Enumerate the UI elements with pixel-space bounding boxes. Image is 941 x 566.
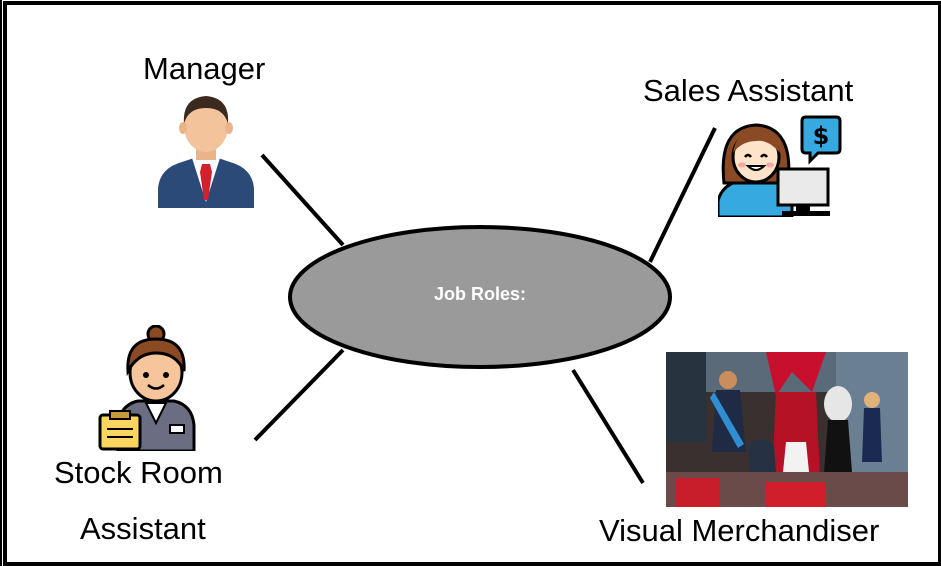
- connector-stock-room: [253, 348, 345, 442]
- manager-icon: [158, 92, 254, 208]
- sales-assistant-icon: $: [716, 113, 842, 219]
- central-label: Job Roles:: [433, 284, 526, 304]
- central-ellipse: [288, 225, 672, 369]
- role-label-visual-merchandiser: Visual Merchandiser: [599, 513, 880, 548]
- role-label-stock-room: Stock Room: [54, 455, 223, 490]
- connector-sales-assistant: [648, 127, 717, 263]
- connector-manager: [260, 153, 345, 247]
- role-label-manager: Manager: [143, 51, 266, 86]
- visual-merchandiser-photo: [666, 352, 908, 507]
- outer-frame: [3, 1, 941, 566]
- stock-room-assistant-icon: [98, 324, 196, 453]
- role-label-sales-assistant: Sales Assistant: [643, 73, 854, 108]
- svg-text:$: $: [813, 122, 830, 150]
- role-label-stock-room-line2: Assistant: [80, 511, 206, 546]
- connector-visual-merchandiser: [571, 368, 645, 485]
